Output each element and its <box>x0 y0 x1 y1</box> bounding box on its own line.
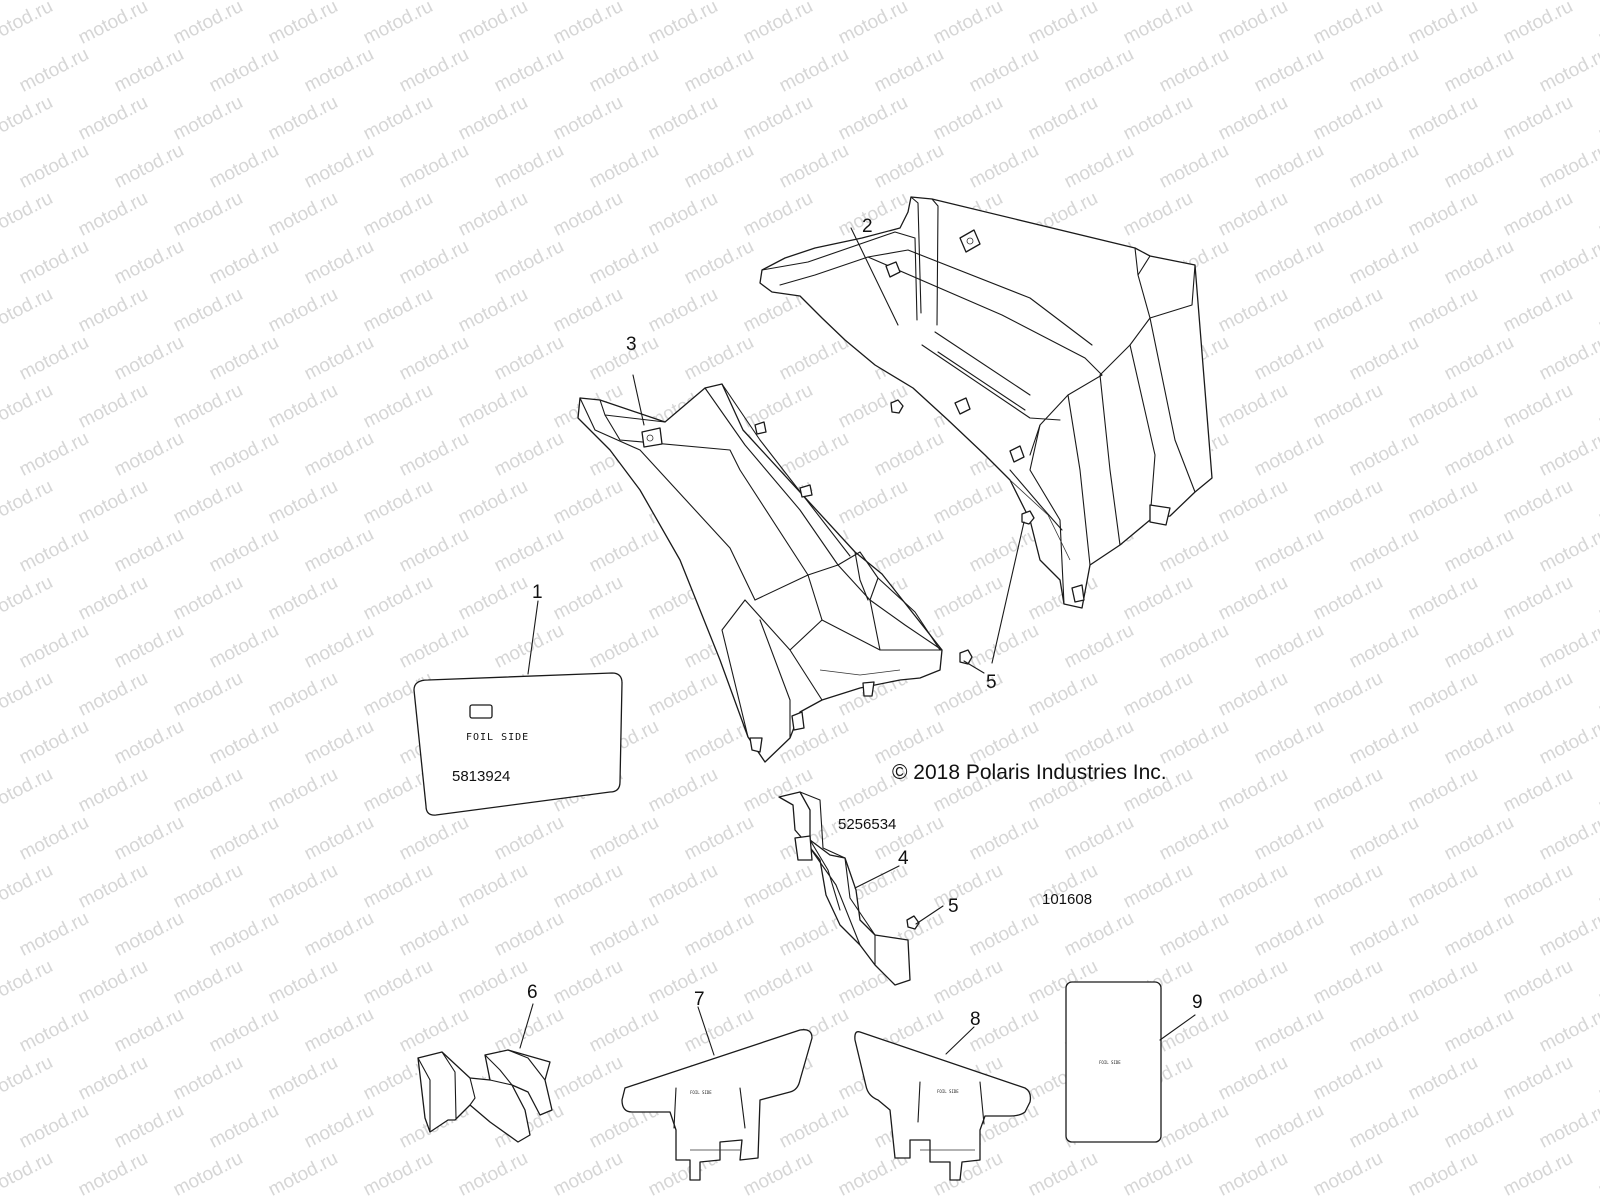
callout-5-lower: 5 <box>948 896 959 917</box>
callout-5-upper: 5 <box>986 672 997 693</box>
callout-3: 3 <box>626 334 637 355</box>
part-4-bracket[interactable] <box>778 791 911 986</box>
part-7-heat-shield[interactable] <box>621 1006 813 1181</box>
callout-8: 8 <box>970 1009 981 1030</box>
figure-id: 101608 <box>1042 891 1092 908</box>
part-2-rear-fender[interactable] <box>759 196 1213 609</box>
part-8-heat-shield[interactable] <box>854 1026 1032 1181</box>
decal-foil-side-label: FOIL SIDE <box>466 732 529 743</box>
decal-foil-side-small-7: FOIL SIDE <box>690 1090 712 1095</box>
part-6-shield-bracket[interactable] <box>417 1003 553 1143</box>
callout-7: 7 <box>694 989 705 1010</box>
part-5-push-rivets[interactable] <box>890 399 1035 930</box>
callout-4: 4 <box>898 848 909 869</box>
copyright-notice: © 2018 Polaris Industries Inc. <box>892 761 1167 784</box>
part-9-decal[interactable] <box>1065 981 1196 1143</box>
part-number-bracket: 5256534 <box>838 816 896 833</box>
callout-6: 6 <box>527 982 538 1003</box>
part-3-front-fender[interactable] <box>577 374 943 763</box>
decal-foil-side-small-9: FOIL SIDE <box>1099 1060 1121 1065</box>
part-1-heat-shield-decal[interactable] <box>413 600 623 816</box>
callout-1: 1 <box>532 582 543 603</box>
part-number-heat-shield-decal: 5813924 <box>452 768 510 785</box>
decal-foil-side-small-8: FOIL SIDE <box>937 1089 959 1094</box>
callout-2: 2 <box>862 216 873 237</box>
callout-9: 9 <box>1192 992 1203 1013</box>
